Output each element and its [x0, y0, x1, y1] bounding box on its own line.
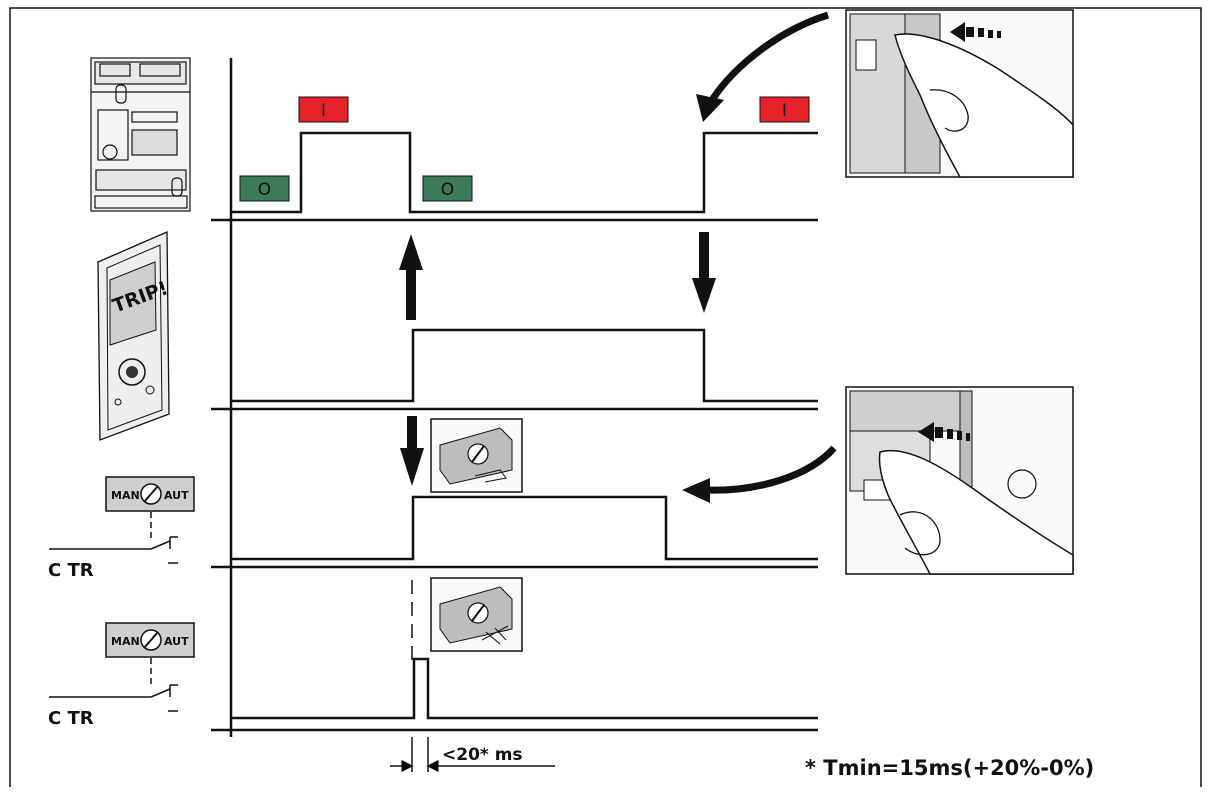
trip-indicator-signal	[231, 328, 818, 403]
contact-symbol	[49, 658, 178, 712]
svg-text:MAN: MAN	[111, 635, 140, 648]
selector-switch-icon: MAN AUT	[105, 476, 195, 512]
up-arrow-icon	[399, 234, 423, 320]
pulse-width-dimension	[390, 737, 555, 772]
down-arrow-icon	[692, 232, 716, 313]
lane-baselines	[211, 218, 818, 732]
contact-signal-row3	[231, 495, 818, 561]
contact-signal-row4	[231, 657, 818, 720]
breaker-front-icon	[90, 57, 191, 212]
svg-text:O: O	[258, 180, 271, 200]
contact-label: C TR	[48, 560, 94, 581]
closed-state-badge: I	[759, 96, 810, 123]
curved-arrow-icon	[682, 445, 837, 503]
svg-text:AUT: AUT	[164, 635, 189, 648]
svg-text:MAN: MAN	[111, 489, 140, 502]
svg-text:O: O	[441, 180, 454, 200]
breaker-state-signal	[231, 131, 818, 214]
selector-knob-icon	[430, 577, 523, 652]
closed-state-badge: I	[298, 96, 349, 123]
contact-symbol	[49, 512, 178, 564]
open-state-badge: O	[239, 175, 290, 202]
pulse-width-label: <20* ms	[442, 745, 523, 765]
selector-knob-icon	[430, 418, 523, 493]
contact-label: C TR	[48, 708, 94, 729]
timing-footnote: * Tmin=15ms(+20%-0%)	[805, 756, 1094, 780]
svg-text:I: I	[782, 101, 787, 121]
hand-press-icon	[845, 9, 1074, 178]
selector-switch-icon: MAN AUT	[105, 622, 195, 658]
frame-border	[9, 7, 1202, 787]
svg-text:AUT: AUT	[164, 489, 189, 502]
down-arrow-icon	[400, 416, 424, 486]
open-state-badge: O	[422, 175, 473, 202]
svg-text:I: I	[321, 101, 326, 121]
hand-press-icon	[845, 386, 1074, 575]
curved-arrow-icon	[696, 11, 830, 122]
trip-indicator-icon: TRIP!	[97, 231, 171, 441]
